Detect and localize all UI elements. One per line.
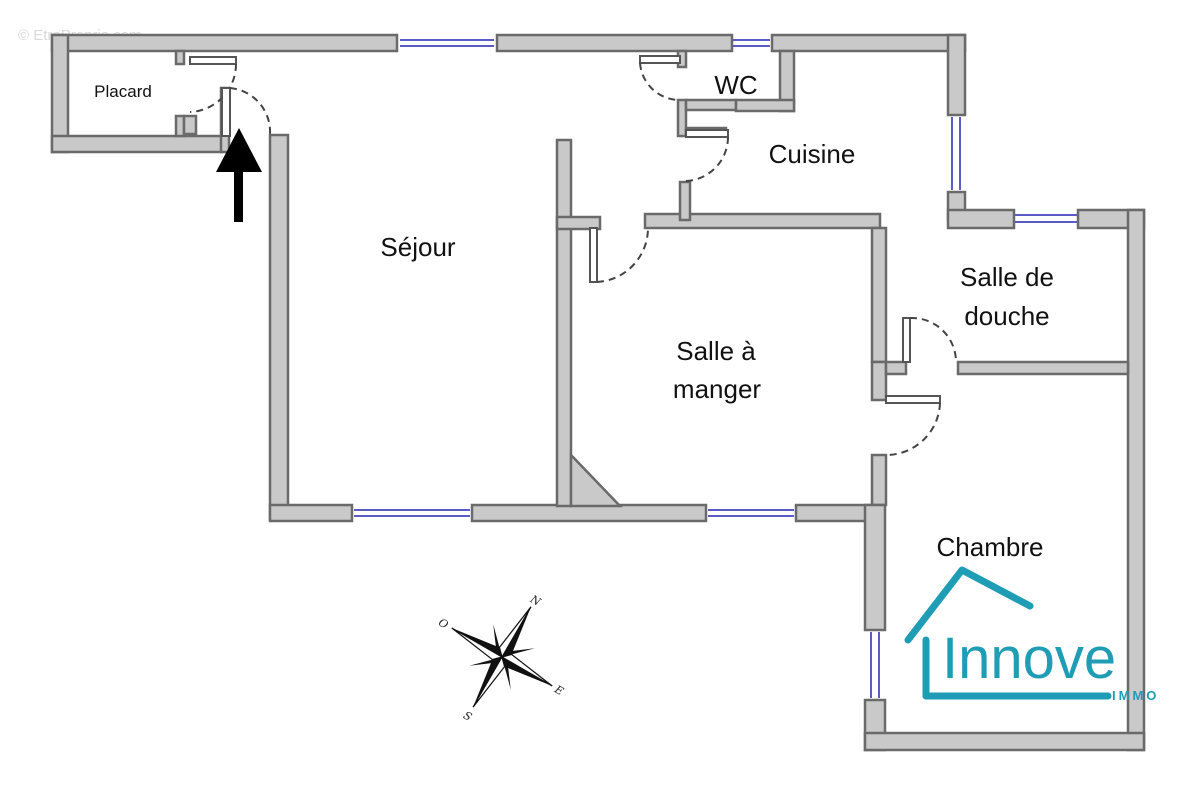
room-label-wc: WC: [714, 70, 757, 100]
room-label-cuisine: Cuisine: [769, 139, 856, 169]
room-label-salle-de-douche-line1: Salle de: [960, 262, 1054, 292]
compass-south-label: S: [461, 709, 474, 724]
compass-rose-icon: N E S O: [436, 592, 566, 724]
room-label-salle-de-douche-line2: douche: [964, 301, 1049, 331]
compass-west-label: O: [436, 616, 450, 632]
entrance-arrow-icon: [216, 128, 262, 222]
innove-logo: Innove IMMO: [904, 566, 1159, 703]
walls: [50, 33, 1146, 752]
doors: [189, 55, 958, 456]
logo-subtitle: IMMO: [1112, 688, 1159, 703]
room-label-placard: Placard: [94, 82, 152, 101]
compass-north-label: N: [527, 592, 543, 609]
room-label-salle-a-manger-line2: manger: [673, 374, 761, 404]
windows: [354, 39, 1077, 698]
room-label-salle-a-manger-line1: Salle à: [676, 336, 756, 366]
compass-east-label: E: [551, 682, 565, 698]
logo-name: Innove: [942, 626, 1116, 691]
room-label-sejour: Séjour: [380, 232, 455, 262]
room-label-chambre: Chambre: [937, 532, 1044, 562]
